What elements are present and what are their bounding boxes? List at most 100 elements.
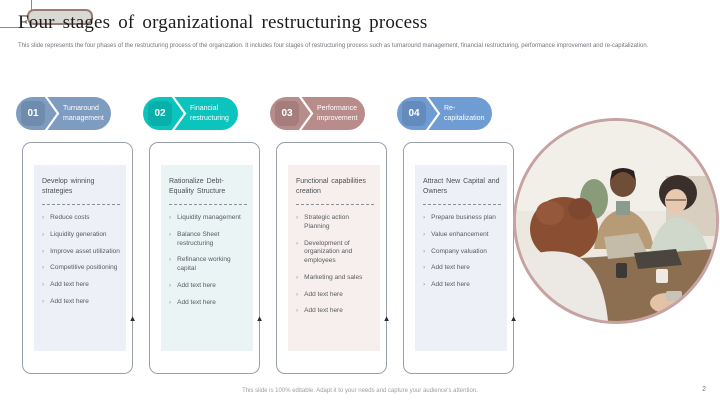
bullet-item: › Liquidity management bbox=[169, 214, 247, 223]
bullet-item: › Add text here bbox=[169, 282, 247, 291]
bullet-chevron-icon: › bbox=[296, 273, 299, 281]
page-title: Four stages of organizational restructur… bbox=[18, 12, 428, 33]
bullet-text: Reduce costs bbox=[50, 214, 90, 221]
bullet-text: Add text here bbox=[431, 264, 470, 272]
stage-panel: Develop winning strategies › Reduce cost… bbox=[34, 165, 126, 351]
bullet-chevron-icon: › bbox=[423, 247, 426, 255]
bullet-chevron-icon: › bbox=[296, 307, 299, 315]
stage-card-performance: ▲ Functional capabilities creation › Str… bbox=[276, 142, 391, 374]
bullet-item: › Add text here bbox=[296, 291, 374, 300]
bullet-item: › Liquidity generation bbox=[42, 231, 120, 240]
bullet-item: › Improve asset utilization bbox=[42, 248, 120, 257]
chevron-right-icon bbox=[424, 93, 441, 134]
bullet-list: › Prepare business plan › Value enhancem… bbox=[423, 214, 501, 290]
bullet-item: › Add text here bbox=[423, 281, 501, 290]
bullet-item: › Value enhancement bbox=[423, 231, 501, 240]
panel-header: Functional capabilities creation bbox=[296, 178, 366, 196]
stage-label: Re-capitalization bbox=[444, 105, 485, 122]
bullet-chevron-icon: › bbox=[423, 281, 426, 289]
bullet-chevron-icon: › bbox=[296, 239, 299, 247]
bullet-chevron-icon: › bbox=[42, 247, 45, 255]
bullet-text: Marketing and sales bbox=[304, 273, 363, 281]
up-arrow-icon: ▲ bbox=[255, 314, 264, 323]
bullet-text: Add text here bbox=[177, 298, 216, 306]
up-arrow-icon: ▲ bbox=[509, 314, 518, 323]
stage-number: 04 bbox=[402, 101, 426, 126]
stage-card-recapitalization: ▲ Attract New Capital and Owners › Prepa… bbox=[403, 142, 518, 374]
bullet-text: Add text here bbox=[50, 281, 89, 289]
stage-label: Turnaround management bbox=[63, 105, 104, 122]
bullet-item: › Add text here bbox=[296, 307, 374, 316]
stage-number: 01 bbox=[21, 101, 45, 126]
bullet-item: › Competitive positioning bbox=[42, 264, 120, 273]
bullet-chevron-icon: › bbox=[423, 230, 426, 238]
bullet-text: Prepare business plan bbox=[431, 214, 496, 221]
bullet-item: › Refinance working capital bbox=[169, 256, 247, 274]
bullet-item: › Balance Sheet restructuring bbox=[169, 231, 247, 249]
stage-pill-turnaround[interactable]: 01 Turnaround management bbox=[16, 93, 111, 134]
stage-pill-performance[interactable]: 03 Performance improvement bbox=[270, 93, 365, 134]
bullet-text: Strategic action Planning bbox=[304, 214, 349, 230]
dashed-divider bbox=[423, 204, 501, 205]
bullet-chevron-icon: › bbox=[169, 214, 172, 221]
bullet-chevron-icon: › bbox=[42, 297, 45, 305]
corner-pill-decoration bbox=[27, 9, 93, 25]
dashed-divider bbox=[169, 204, 247, 205]
team-meeting-photo bbox=[513, 118, 719, 324]
stage-card-turnaround: ▲ Develop winning strategies › Reduce co… bbox=[22, 142, 137, 374]
bullet-item: › Prepare business plan bbox=[423, 214, 501, 223]
stage-number: 03 bbox=[275, 101, 299, 126]
bullet-text: Liquidity management bbox=[177, 214, 241, 221]
bullet-list: › Liquidity management › Balance Sheet r… bbox=[169, 214, 247, 307]
slide-footer-note: This slide is 100% editable. Adapt it to… bbox=[242, 388, 478, 394]
stage-panel: Functional capabilities creation › Strat… bbox=[288, 165, 380, 351]
stage-pill-recapitalization[interactable]: 04 Re-capitalization bbox=[397, 93, 492, 134]
stage-panel: Attract New Capital and Owners › Prepare… bbox=[415, 165, 507, 351]
bullet-chevron-icon: › bbox=[423, 214, 426, 221]
bullet-text: Liquidity generation bbox=[50, 230, 107, 238]
bullet-item: › Add text here bbox=[169, 299, 247, 308]
bullet-item: › Add text here bbox=[42, 281, 120, 290]
bullet-chevron-icon: › bbox=[42, 281, 45, 289]
bullet-chevron-icon: › bbox=[42, 214, 45, 221]
bullet-item: › Reduce costs bbox=[42, 214, 120, 223]
dashed-divider bbox=[296, 204, 374, 205]
chevron-right-icon bbox=[43, 93, 60, 134]
chevron-right-icon bbox=[170, 93, 187, 134]
bullet-chevron-icon: › bbox=[296, 214, 299, 221]
bullet-text: Development of organization and employee… bbox=[304, 239, 353, 265]
bullet-item: › Strategic action Planning bbox=[296, 214, 374, 232]
up-arrow-icon: ▲ bbox=[382, 314, 391, 323]
bullet-text: Competitive positioning bbox=[50, 264, 118, 272]
bullet-text: Company valuation bbox=[431, 247, 487, 255]
bullet-chevron-icon: › bbox=[169, 230, 172, 238]
stage-panel: Rationalize Debt-Equality Structure › Li… bbox=[161, 165, 253, 351]
bullet-text: Value enhancement bbox=[431, 230, 489, 238]
bullet-item: › Company valuation bbox=[423, 248, 501, 257]
bullet-chevron-icon: › bbox=[42, 230, 45, 238]
bullet-text: Balance Sheet restructuring bbox=[177, 230, 220, 247]
page-number: 2 bbox=[702, 386, 706, 393]
panel-header: Develop winning strategies bbox=[42, 178, 95, 196]
up-arrow-icon: ▲ bbox=[128, 314, 137, 323]
stage-pill-financial[interactable]: 02 Financial restructuring bbox=[143, 93, 238, 134]
bullet-list: › Reduce costs › Liquidity generation › … bbox=[42, 214, 120, 307]
bullet-chevron-icon: › bbox=[169, 281, 172, 289]
bullet-item: › Development of organization and employ… bbox=[296, 240, 374, 266]
bullet-text: Add text here bbox=[177, 281, 216, 289]
stage-label: Performance improvement bbox=[317, 105, 358, 122]
stage-number: 02 bbox=[148, 101, 172, 126]
panel-header: Attract New Capital and Owners bbox=[423, 178, 500, 196]
bullet-item: › Add text here bbox=[423, 264, 501, 273]
bullet-list: › Strategic action Planning › Developmen… bbox=[296, 214, 374, 316]
bullet-text: Add text here bbox=[304, 290, 343, 298]
stage-card-financial: ▲ Rationalize Debt-Equality Structure › … bbox=[149, 142, 264, 374]
bullet-chevron-icon: › bbox=[423, 264, 426, 272]
bullet-chevron-icon: › bbox=[296, 290, 299, 298]
dashed-divider bbox=[42, 204, 120, 205]
bullet-chevron-icon: › bbox=[169, 256, 172, 264]
bullet-item: › Marketing and sales bbox=[296, 274, 374, 283]
bullet-text: Add text here bbox=[304, 307, 343, 315]
stage-label: Financial restructuring bbox=[190, 105, 229, 122]
